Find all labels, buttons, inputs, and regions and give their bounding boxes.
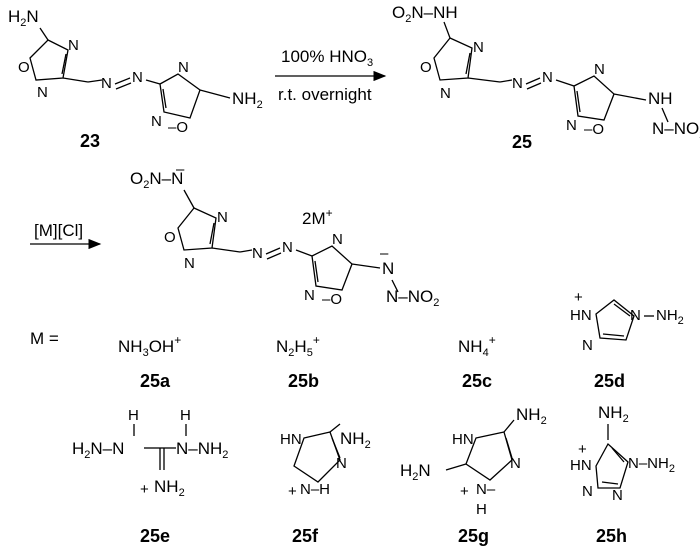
svg-text:+: +	[288, 483, 297, 500]
svg-text:–: –	[380, 245, 389, 262]
condition-text: r.t. overnight	[278, 85, 372, 104]
svg-text:N–H: N–H	[300, 481, 330, 498]
svg-text:O: O	[18, 59, 30, 76]
svg-text:NH4+: NH4+	[458, 333, 496, 359]
svg-text:N: N	[473, 39, 484, 56]
svg-text:NH2: NH2	[598, 403, 629, 425]
cation-25g: HN NH2 N H2N + N– H 25g	[400, 405, 547, 546]
svg-text:H: H	[128, 407, 139, 424]
reagent-hno3: 100% HNO3	[281, 47, 373, 69]
cation-25f: HN NH2 N + N–H 25f	[280, 423, 371, 546]
svg-text:NH: NH	[648, 89, 673, 108]
svg-text:N–NH2: N–NH2	[628, 455, 675, 475]
cation-25c: NH4+ 25c	[458, 333, 496, 391]
svg-text:–: –	[176, 161, 185, 178]
cation-25a: NH3OH+ 25a	[118, 333, 181, 391]
svg-text:–O: –O	[322, 291, 342, 308]
svg-text:NH2: NH2	[340, 429, 371, 451]
label-25f: 25f	[292, 526, 319, 546]
label-25e: 25e	[140, 526, 170, 546]
label-25c: 25c	[462, 371, 492, 391]
svg-text:H: H	[180, 407, 191, 424]
m-equals-label: M =	[30, 329, 59, 348]
svg-text:N: N	[282, 239, 293, 256]
svg-text:N: N	[184, 255, 195, 272]
svg-text:N: N	[594, 61, 605, 78]
compound-23: H2N N O N N N N N –O NH2 23	[8, 7, 263, 151]
svg-text:O: O	[420, 59, 432, 76]
svg-text:+: +	[460, 483, 469, 500]
svg-text:H2N: H2N	[400, 461, 431, 483]
cation-25h: NH2 + HN N–NH2 N N 25h	[570, 403, 675, 546]
svg-text:HN: HN	[452, 431, 474, 448]
reagent-mcl: [M][Cl]	[34, 221, 83, 240]
svg-text:N: N	[440, 85, 451, 102]
svg-text:+: +	[140, 481, 149, 498]
svg-text:NH3OH+: NH3OH+	[118, 333, 181, 359]
svg-text:NH2: NH2	[154, 477, 185, 499]
label-25a: 25a	[140, 371, 171, 391]
svg-text:N: N	[582, 337, 593, 354]
svg-text:O2N–NH: O2N–NH	[392, 3, 458, 25]
svg-text:N: N	[510, 455, 521, 472]
reaction-arrow-2: [M][Cl]	[30, 221, 102, 250]
svg-text:N–NO2: N–NO2	[386, 287, 439, 309]
svg-text:N–: N–	[476, 481, 496, 498]
cation-25e: H H H2N–N N–NH2 + NH2 25e	[72, 407, 228, 546]
label-25d: 25d	[594, 371, 625, 391]
svg-text:HN: HN	[280, 431, 302, 448]
counterion-2m: 2M+	[302, 206, 333, 228]
dianion-salt: O2N–N – N O N N N N N –O – N N–NO2 2M+	[130, 161, 439, 309]
svg-text:N: N	[612, 487, 623, 504]
svg-text:N: N	[101, 75, 112, 92]
svg-text:–O: –O	[168, 119, 188, 136]
svg-text:H: H	[476, 501, 487, 518]
cation-25b: N2H5+ 25b	[276, 333, 320, 391]
svg-text:N: N	[68, 37, 79, 54]
label-23: 23	[80, 131, 100, 151]
svg-text:NH2: NH2	[232, 89, 263, 111]
svg-text:N: N	[630, 307, 641, 324]
compound-25: O2N–NH N O N N N N N –O NH N–NO2 25	[392, 3, 700, 152]
svg-text:N–NO2: N–NO2	[652, 119, 700, 141]
svg-text:N–NH2: N–NH2	[176, 439, 228, 461]
svg-text:N: N	[304, 287, 315, 304]
svg-text:N: N	[217, 209, 228, 226]
svg-text:N: N	[582, 483, 593, 500]
reaction-arrow-1: 100% HNO3 r.t. overnight	[275, 47, 387, 104]
svg-text:N: N	[512, 75, 523, 92]
svg-text:N2H5+: N2H5+	[276, 333, 320, 359]
svg-text:N: N	[178, 59, 189, 76]
svg-text:O: O	[164, 229, 176, 246]
label-25: 25	[512, 132, 532, 152]
svg-text:N: N	[382, 259, 394, 278]
svg-text:–O: –O	[584, 121, 604, 138]
svg-text:H2N–N: H2N–N	[72, 439, 124, 461]
svg-text:N: N	[332, 231, 343, 248]
svg-text:N: N	[542, 69, 553, 86]
svg-text:N: N	[132, 69, 143, 86]
svg-text:HN: HN	[570, 307, 592, 324]
svg-text:N: N	[37, 84, 48, 101]
cation-25d: + HN N N NH2 25d	[570, 289, 684, 391]
svg-text:+: +	[574, 289, 583, 306]
label-25b: 25b	[288, 371, 319, 391]
svg-text:HN: HN	[570, 457, 592, 474]
svg-text:N: N	[336, 455, 347, 472]
svg-text:N: N	[252, 245, 263, 262]
svg-text:NH2: NH2	[656, 307, 684, 327]
label-25h: 25h	[596, 526, 627, 546]
svg-text:+: +	[578, 441, 587, 458]
svg-text:N: N	[566, 117, 577, 134]
svg-text:NH2: NH2	[516, 405, 547, 427]
svg-text:N: N	[151, 113, 162, 130]
label-25g: 25g	[458, 526, 489, 546]
svg-text:H2N: H2N	[8, 7, 39, 29]
